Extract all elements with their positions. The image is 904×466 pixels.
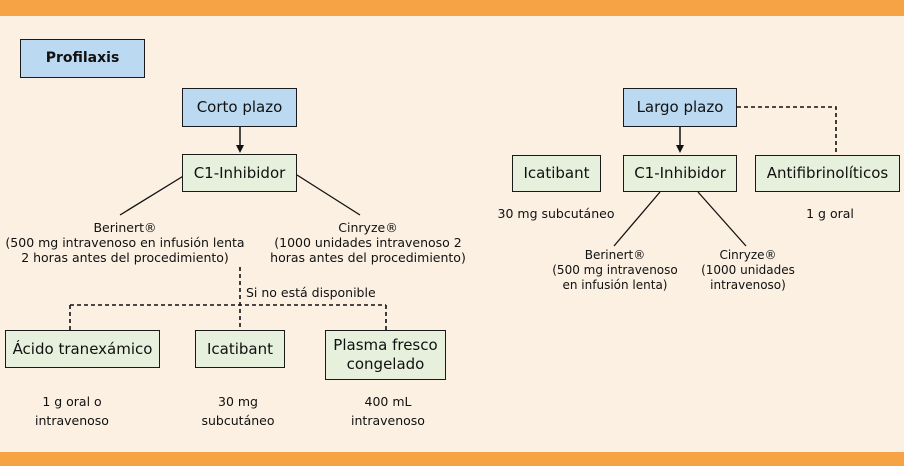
berinert-short-line1: (500 mg intravenoso en infusión lenta <box>5 235 245 250</box>
tranexamic-dose-line1: 1 g oral o <box>42 394 102 409</box>
fallback-label: Si no está disponible <box>246 285 386 300</box>
berinert-short-name: Berinert® <box>93 220 157 235</box>
icatibant-short-box: Icatibant <box>195 330 285 368</box>
icatibant-short-dose-line1: 30 mg <box>218 394 258 409</box>
icatibant-long-box: Icatibant <box>512 155 601 192</box>
cinryze-short-name: Cinryze® <box>338 220 398 235</box>
antifibrinolytics-label: Antifibrinolíticos <box>766 164 889 182</box>
cinryze-long-name: Cinryze® <box>719 248 777 262</box>
prophylaxis-title-box: Profilaxis <box>20 39 145 78</box>
line-c1-berinert <box>119 174 186 216</box>
c1-inhibitor-short-label: C1-Inhibidor <box>193 163 286 182</box>
cinryze-long-line1: (1000 unidades <box>701 263 795 277</box>
berinert-short-text: Berinert® (500 mg intravenoso en infusió… <box>0 220 250 265</box>
plasma-dose-line1: 400 mL <box>364 394 412 409</box>
line-c1-cinryze <box>296 174 361 216</box>
icatibant-long-label: Icatibant <box>523 164 590 182</box>
tranexamic-dose: 1 g oral o intravenoso <box>12 392 132 430</box>
berinert-long-text: Berinert® (500 mg intravenoso en infusió… <box>540 248 690 293</box>
plasma-dose: 400 mL intravenoso <box>328 392 448 430</box>
tranexamic-dose-line2: intravenoso <box>35 413 109 428</box>
berinert-long-name: Berinert® <box>584 248 646 262</box>
c1-inhibitor-long-box: C1-Inhibidor <box>623 155 737 192</box>
bottom-band <box>0 452 904 466</box>
antifibrinolytics-dose-text: 1 g oral <box>806 206 854 221</box>
plasma-dose-line2: intravenoso <box>351 413 425 428</box>
fallback-label-text: Si no está disponible <box>246 285 376 300</box>
cinryze-long-text: Cinryze® (1000 unidades intravenoso) <box>688 248 808 293</box>
c1-inhibitor-short-box: C1-Inhibidor <box>182 154 297 192</box>
tranexamic-label: Ácido tranexámico <box>12 339 153 358</box>
cinryze-long-line2: intravenoso) <box>710 278 786 292</box>
short-term-box: Corto plazo <box>182 88 297 127</box>
plasma-label-line2: congelado <box>346 355 425 373</box>
berinert-long-line1: (500 mg intravenoso <box>552 263 678 277</box>
icatibant-short-dose: 30 mg subcutáneo <box>178 392 298 430</box>
top-band <box>0 0 904 16</box>
icatibant-long-dose: 30 mg subcutáneo <box>486 206 626 221</box>
long-term-label: Largo plazo <box>636 98 724 116</box>
dash-long-to-antifib <box>737 106 837 155</box>
line-c1-berinert-long <box>613 191 661 247</box>
antifibrinolytics-box: Antifibrinolíticos <box>755 155 900 192</box>
plasma-label-line1: Plasma fresco <box>333 336 438 354</box>
prophylaxis-title: Profilaxis <box>45 50 120 66</box>
icatibant-long-dose-text: 30 mg subcutáneo <box>497 206 615 221</box>
tranexamic-box: Ácido tranexámico <box>5 330 160 368</box>
short-term-label: Corto plazo <box>196 98 283 116</box>
c1-inhibitor-long-label: C1-Inhibidor <box>634 164 726 182</box>
antifibrinolytics-dose: 1 g oral <box>770 206 890 221</box>
icatibant-short-label: Icatibant <box>206 339 273 358</box>
long-term-box: Largo plazo <box>623 88 737 127</box>
cinryze-short-text: Cinryze® (1000 unidades intravenoso 2 ho… <box>262 220 474 265</box>
cinryze-short-line2: horas antes del procedimiento) <box>270 250 466 265</box>
icatibant-short-dose-line2: subcutáneo <box>201 413 275 428</box>
plasma-box: Plasma fresco congelado <box>325 330 446 380</box>
line-c1-cinryze-long <box>697 191 747 247</box>
berinert-long-line2: en infusión lenta) <box>562 278 668 292</box>
berinert-short-line2: 2 horas antes del procedimiento) <box>21 250 229 265</box>
cinryze-short-line1: (1000 unidades intravenoso 2 <box>274 235 462 250</box>
